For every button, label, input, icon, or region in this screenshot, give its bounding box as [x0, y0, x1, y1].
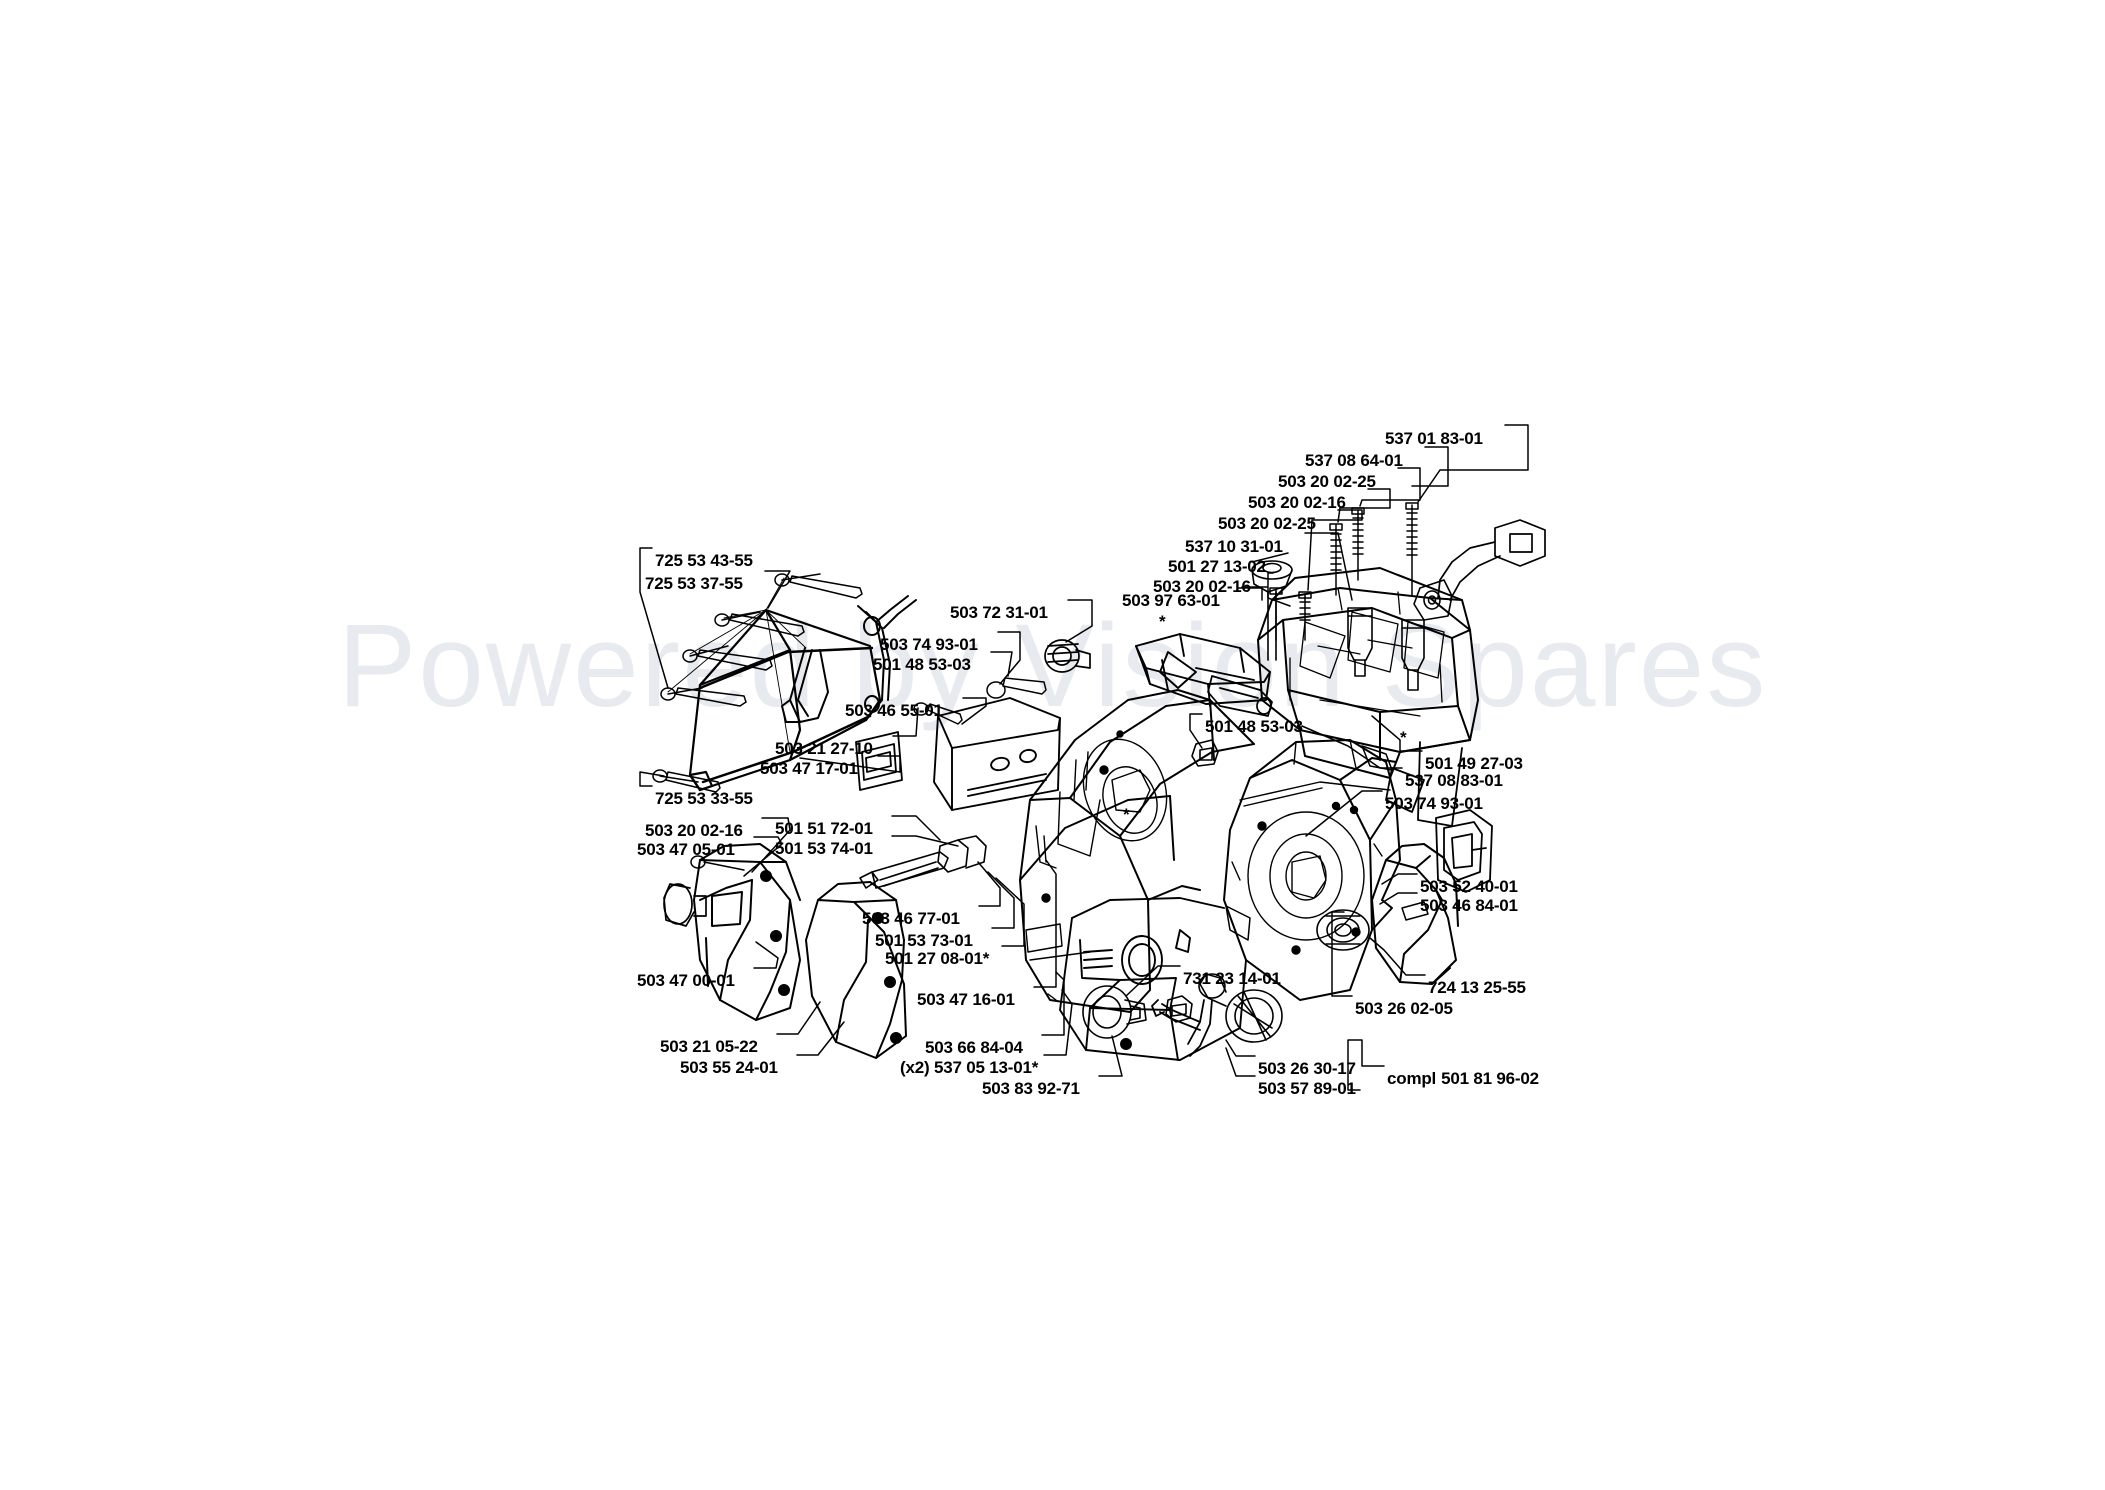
part-label-537-01-83-01: 537 01 83-01 [1385, 429, 1483, 448]
part-label-503-46-55-01: 503 46 55-01 [845, 701, 943, 720]
guide-bolt-left [690, 855, 745, 871]
small-screw [1298, 591, 1312, 641]
part-label-501-48-53-03-b: 501 48 53-03 [1205, 717, 1303, 736]
part-label-501-27-08-01: 501 27 08-01* [885, 949, 990, 968]
compl-prefix: compl [1387, 1069, 1437, 1088]
part-label-503-46-77-01: 503 46 77-01 [862, 909, 960, 928]
crankcase-right-fins [1225, 745, 1393, 941]
part-label-503-26-30-17: 503 26 30-17 [1258, 1059, 1356, 1078]
part-label-503-57-89-01: 503 57 89-01 [1258, 1079, 1356, 1098]
part-label-503-72-31-01: 503 72 31-01 [950, 603, 1048, 622]
clutch-drum [1082, 985, 1147, 1039]
part-label-724-13-25-55: 724 13 25-55 [1428, 978, 1526, 997]
asterisk-marks: * * * [1123, 612, 1407, 824]
part-label-725-53-37-55: 725 53 37-55 [645, 574, 743, 593]
crankcase-top-bracket [1135, 633, 1271, 707]
handle-bar-tube [698, 646, 874, 784]
top-housing-interior [1289, 587, 1445, 717]
part-label-501-53-73-01: 501 53 73-01 [875, 931, 973, 950]
part-label-503-20-02-25-a: 503 20 02-25 [1278, 472, 1376, 491]
part-label-503-47-17-01: 503 47 17-01 [760, 759, 858, 778]
fuel-line [1151, 999, 1213, 1057]
heat-shield-outer [1371, 843, 1459, 985]
bearing-503-26-02-05 [1316, 909, 1370, 951]
part-label-501-49-27-03: 501 49 27-03 [1425, 754, 1523, 773]
part-label-503-55-24-01: 503 55 24-01 [680, 1058, 778, 1077]
part-label-503-74-93-01-b: 503 74 93-01 [1385, 794, 1483, 813]
svg-text:*: * [1400, 728, 1407, 747]
crankcase-left [1019, 689, 1255, 1013]
crankcase-right [1223, 739, 1401, 1001]
part-label-503-21-05-22: 503 21 05-22 [660, 1037, 758, 1056]
part-label-503-20-02-25-b: 503 20 02-25 [1218, 514, 1316, 533]
guide-cover-upper [693, 843, 801, 1021]
part-label-503-47-00-01: 503 47 00-01 [637, 971, 735, 990]
shield-bolt [1401, 901, 1429, 921]
clip-501-48-53 [1191, 739, 1219, 767]
handle-leaders [667, 577, 807, 753]
connector-plate [1437, 519, 1546, 601]
long-bolt-center [859, 835, 987, 889]
part-label-503-74-93-01-a: 503 74 93-01 [880, 635, 978, 654]
part-label-503-21-27-10: 503 21 27-10 [775, 739, 873, 758]
part-label-503-47-05-01: 503 47 05-01 [637, 840, 735, 859]
part-label-537-05-13-01: (x2) 537 05 13-01* [900, 1058, 1039, 1077]
part-label-501-48-53-03-a: 501 48 53-03 [873, 655, 971, 674]
part-label-503-20-02-16-c: 503 20 02-16 [645, 821, 743, 840]
part-label-501-53-74-01: 501 53 74-01 [775, 839, 873, 858]
crankcase-right-detail [1231, 739, 1391, 955]
part-label-503-52-40-01: 503 52 40-01 [1420, 877, 1518, 896]
guide-cover-bushing [663, 883, 707, 927]
top-screws [1329, 502, 1419, 597]
bolt-nut-503-72 [1044, 639, 1091, 673]
part-label-725-53-43-55: 725 53 43-55 [655, 551, 753, 570]
small-screw-left [1269, 587, 1283, 641]
bolt-503-74-93 [986, 677, 1047, 699]
part-label-503-83-92-71: 503 83 92-71 [982, 1079, 1080, 1098]
handle-bolts [652, 573, 863, 793]
watermark-text: Powered by Vision Spares [337, 600, 1768, 732]
part-label-501-27-13-02: 501 27 13-02 [1168, 557, 1266, 576]
svg-text:*: * [1123, 805, 1130, 824]
part-label-537-10-31-01: 537 10 31-01 [1185, 537, 1283, 556]
part-label-503-47-16-01: 503 47 16-01 [917, 990, 1015, 1009]
part-label-503-26-02-05: 503 26 02-05 [1355, 999, 1453, 1018]
cover-plate [933, 697, 1061, 811]
connector-socket [1413, 579, 1453, 621]
handle-right-arm [857, 595, 917, 721]
part-label-503-20-02-16-a: 503 20 02-16 [1248, 493, 1346, 512]
part-label-501-51-72-01: 501 51 72-01 [775, 819, 873, 838]
handle-grip [781, 647, 829, 723]
part-label-503-66-84-04: 503 66 84-04 [925, 1038, 1023, 1057]
part-label-503-97-63-01: 503 97 63-01 [1122, 591, 1220, 610]
part-label-537-08-64-01: 537 08 64-01 [1305, 451, 1403, 470]
part-label-537-08-83-01: 537 08 83-01 [1405, 771, 1503, 790]
part-label-503-46-84-01: 503 46 84-01 [1420, 896, 1518, 915]
crankcase-bracket-arm [1207, 675, 1273, 717]
svg-text:*: * [1159, 612, 1166, 631]
cover-screw [913, 702, 963, 725]
heat-shield-inner [1435, 809, 1493, 893]
leader-lines [639, 424, 1529, 1091]
part-label-503-20-02-16-b: 503 20 02-16 [1153, 577, 1251, 596]
spacer-bushings [1347, 607, 1425, 691]
part-label-725-53-33-55: 725 53 33-55 [655, 789, 753, 808]
oil-cap [1198, 973, 1283, 1043]
part-label-731-23-14-01: 731 23 14-01 [1183, 969, 1281, 988]
compl-part-number: 501 81 96-02 [1441, 1069, 1539, 1088]
guide-cover-lower [805, 881, 907, 1059]
